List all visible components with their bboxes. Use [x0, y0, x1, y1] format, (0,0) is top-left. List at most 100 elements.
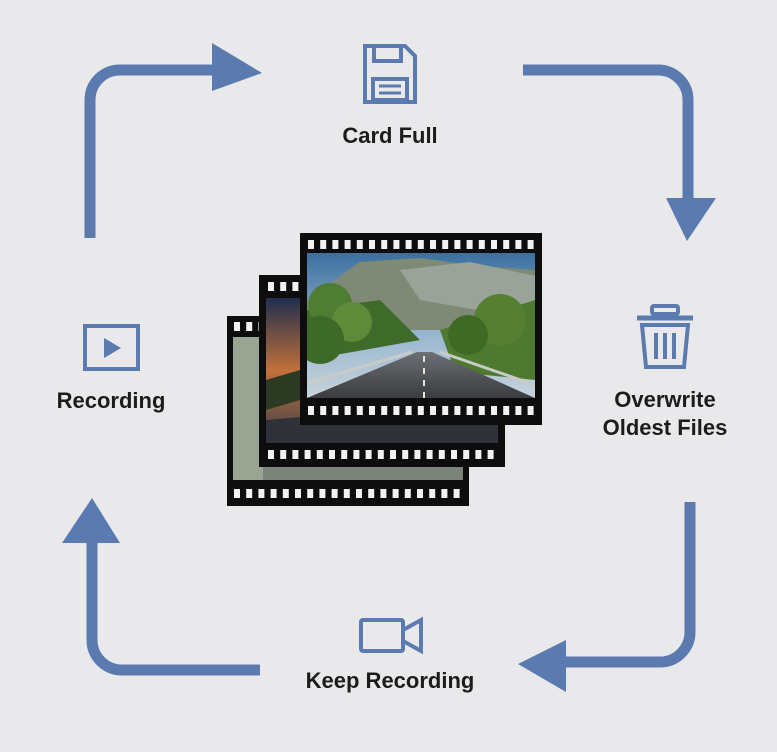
film-sprocket-hole: [316, 450, 323, 459]
film-sprocket-hole: [368, 489, 375, 498]
film-sprocket-hole: [341, 450, 348, 459]
film-sprockets-front-bottom: [308, 406, 534, 415]
film-strip-front: [300, 233, 542, 425]
overwrite-oldest-files-label: Overwrite Oldest Files: [585, 386, 745, 442]
film-sprocket-hole: [438, 450, 445, 459]
film-sprocket-hole: [393, 406, 400, 415]
film-sprockets-front-top: [308, 240, 534, 249]
film-sprocket-hole: [405, 240, 412, 249]
film-sprocket-hole: [365, 450, 372, 459]
film-sprocket-hole: [487, 450, 494, 459]
overwrite-label-line2: Oldest Files: [602, 415, 728, 440]
film-sprocket-hole: [343, 489, 350, 498]
keep-recording-label: Keep Recording: [305, 668, 475, 693]
film-sprocket-hole: [280, 282, 287, 291]
film-sprocket-hole: [369, 406, 375, 415]
film-sprocket-hole: [295, 489, 301, 498]
film-sprocket-hole: [417, 489, 423, 498]
film-sprocket-hole: [466, 240, 473, 249]
film-sprocket-hole: [380, 489, 387, 498]
film-sprocket-hole: [454, 406, 461, 415]
film-sprocket-hole: [441, 489, 448, 498]
film-sprocket-hole: [344, 240, 351, 249]
film-sprocket-hole: [392, 489, 399, 498]
film-sprocket-hole: [332, 240, 339, 249]
film-sprocket-hole: [381, 406, 388, 415]
film-sprocket-hole: [503, 240, 510, 249]
film-sprocket-hole: [442, 406, 449, 415]
film-sprocket-hole: [307, 489, 314, 498]
film-sprocket-hole: [417, 406, 424, 415]
film-sprocket-hole: [430, 240, 436, 249]
card-full-label: Card Full: [342, 123, 438, 148]
film-sprockets-middle-bottom: [268, 450, 494, 459]
film-sprocket-hole: [527, 406, 534, 415]
film-sprocket-hole: [356, 240, 363, 249]
film-sprocket-hole: [453, 489, 460, 498]
film-sprocket-hole: [246, 489, 253, 498]
film-sprocket-hole: [280, 450, 287, 459]
film-sprocket-hole: [404, 489, 411, 498]
film-sprocket-hole: [320, 406, 327, 415]
film-sprocket-hole: [319, 489, 326, 498]
video-camera-icon: [359, 616, 423, 655]
film-sprocket-hole: [491, 406, 497, 415]
film-sprocket-hole: [478, 240, 485, 249]
film-sprocket-hole: [393, 240, 400, 249]
overwrite-label-line1: Overwrite: [614, 387, 716, 412]
floppy-disk-icon: [363, 44, 417, 104]
film-sprocket-hole: [258, 489, 265, 498]
road-photo: [307, 253, 535, 398]
arrow-overwrite-to-keep-recording: [518, 502, 696, 692]
film-sprocket-hole: [304, 450, 311, 459]
film-sprocket-hole: [332, 406, 339, 415]
arrow-recording-to-card-full: [84, 43, 262, 238]
film-sprocket-hole: [268, 450, 274, 459]
film-sprocket-hole: [491, 240, 497, 249]
recording-label: Recording: [56, 388, 166, 413]
film-sprocket-hole: [466, 406, 473, 415]
film-sprocket-hole: [234, 489, 240, 498]
film-sprocket-hole: [402, 450, 409, 459]
film-sprocket-hole: [426, 450, 433, 459]
film-sprocket-hole: [292, 450, 299, 459]
film-sprocket-hole: [515, 240, 522, 249]
film-sprocket-hole: [405, 406, 412, 415]
film-sprocket-hole: [270, 489, 277, 498]
film-sprocket-hole: [344, 406, 351, 415]
film-sprocket-hole: [381, 240, 388, 249]
film-sprocket-hole: [417, 240, 424, 249]
film-strip-stack: [227, 233, 542, 506]
film-sprocket-hole: [430, 406, 436, 415]
film-sprocket-hole: [414, 450, 421, 459]
play-icon: [83, 324, 140, 371]
film-sprocket-hole: [390, 450, 396, 459]
film-sprocket-hole: [463, 450, 470, 459]
film-sprocket-hole: [454, 240, 461, 249]
film-sprocket-hole: [308, 406, 314, 415]
film-sprocket-hole: [369, 240, 375, 249]
film-sprocket-hole: [268, 282, 274, 291]
film-sprocket-hole: [292, 282, 299, 291]
film-sprocket-hole: [356, 489, 362, 498]
film-sprocket-hole: [329, 450, 335, 459]
film-sprocket-hole: [503, 406, 510, 415]
film-sprockets-back-bottom: [234, 489, 460, 498]
film-sprocket-hole: [478, 406, 485, 415]
film-sprocket-hole: [282, 489, 289, 498]
film-sprocket-hole: [308, 240, 314, 249]
film-sprocket-hole: [429, 489, 436, 498]
film-sprocket-hole: [331, 489, 338, 498]
film-sprocket-hole: [234, 322, 240, 331]
arrow-card-full-to-overwrite: [523, 64, 716, 241]
film-sprocket-hole: [527, 240, 534, 249]
film-sprocket-hole: [320, 240, 327, 249]
arrow-keep-recording-to-recording: [62, 498, 260, 676]
film-sprocket-hole: [442, 240, 449, 249]
film-sprocket-hole: [353, 450, 360, 459]
film-sprocket-hole: [356, 406, 363, 415]
film-sprocket-hole: [515, 406, 522, 415]
film-sprocket-hole: [377, 450, 384, 459]
